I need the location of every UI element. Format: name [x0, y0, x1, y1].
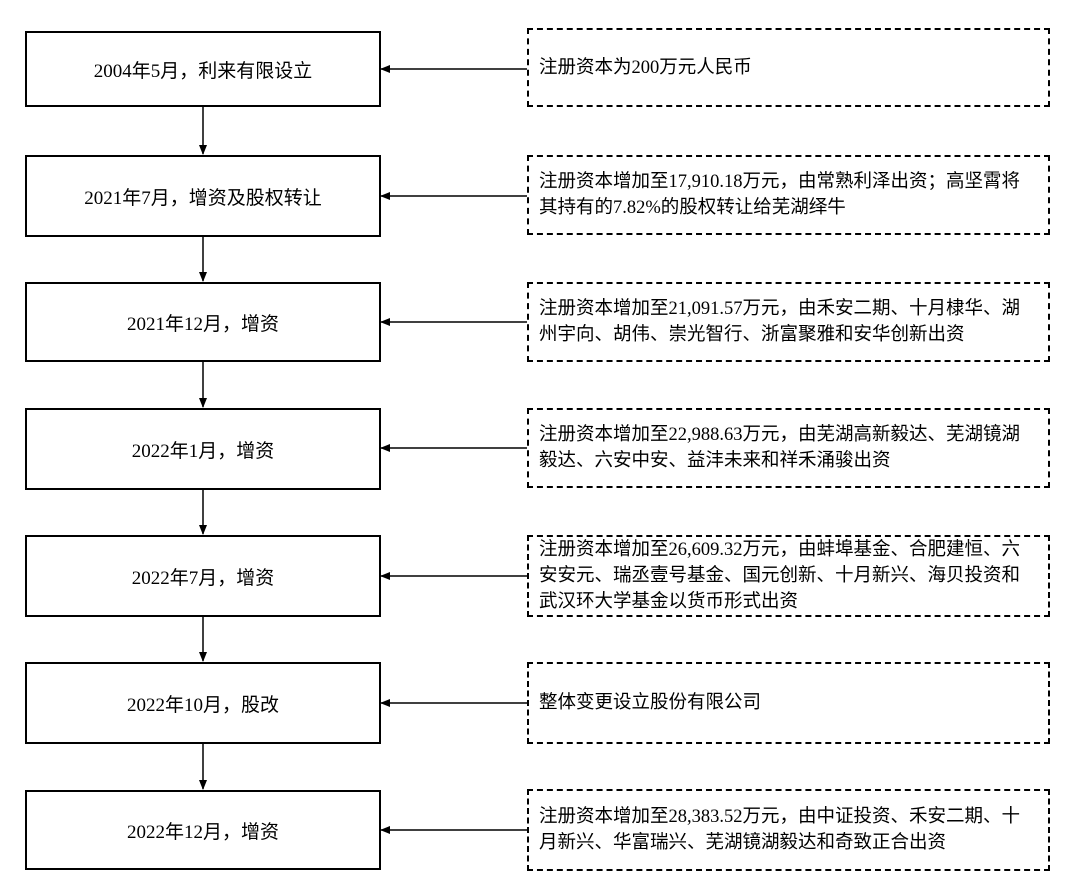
- stage-box: 2022年12月，增资: [25, 790, 381, 870]
- note-box: 注册资本增加至26,609.32万元，由蚌埠基金、合肥建恒、六安安元、瑞丞壹号基…: [527, 535, 1050, 617]
- stage-box: 2022年10月，股改: [25, 662, 381, 744]
- stage-box: 2004年5月，利来有限设立: [25, 31, 381, 107]
- note-text: 注册资本增加至22,988.63万元，由芜湖高新毅达、芜湖镜湖毅达、六安中安、益…: [539, 425, 1021, 471]
- stage-box: 2022年1月，增资: [25, 408, 381, 490]
- stage-box: 2022年7月，增资: [25, 535, 381, 617]
- stage-label: 2022年10月，股改: [126, 694, 279, 716]
- note-text: 注册资本增加至21,091.57万元，由禾安二期、十月棣华、湖州宇向、胡伟、崇光…: [539, 299, 1021, 345]
- note-text: 整体变更设立股份有限公司: [539, 693, 762, 713]
- note-text: 注册资本增加至17,910.18万元，由常熟利泽出资；高坚霄将其持有的7.82%…: [539, 172, 1021, 218]
- stage-label: 2021年7月，增资及股权转让: [84, 187, 322, 209]
- note-box: 注册资本增加至17,910.18万元，由常熟利泽出资；高坚霄将其持有的7.82%…: [527, 155, 1050, 235]
- stage-label: 2022年1月，增资: [131, 440, 275, 462]
- note-box: 注册资本增加至22,988.63万元，由芜湖高新毅达、芜湖镜湖毅达、六安中安、益…: [527, 408, 1050, 488]
- note-box: 整体变更设立股份有限公司: [527, 662, 1050, 744]
- note-text: 注册资本增加至26,609.32万元，由蚌埠基金、合肥建恒、六安安元、瑞丞壹号基…: [539, 540, 1021, 612]
- note-box: 注册资本为200万元人民币: [527, 28, 1050, 107]
- note-box: 注册资本增加至21,091.57万元，由禾安二期、十月棣华、湖州宇向、胡伟、崇光…: [527, 282, 1050, 362]
- note-text: 注册资本增加至28,383.52万元，由中证投资、禾安二期、十月新兴、华富瑞兴、…: [539, 807, 1021, 853]
- stage-label: 2022年12月，增资: [126, 821, 279, 843]
- stage-label: 2004年5月，利来有限设立: [93, 60, 313, 82]
- stage-label: 2022年7月，增资: [131, 567, 275, 589]
- note-box: 注册资本增加至28,383.52万元，由中证投资、禾安二期、十月新兴、华富瑞兴、…: [527, 789, 1050, 871]
- stage-box: 2021年12月，增资: [25, 282, 381, 362]
- note-text: 注册资本为200万元人民币: [539, 57, 752, 78]
- stage-box: 2021年7月，增资及股权转让: [25, 155, 381, 237]
- stage-label: 2021年12月，增资: [126, 313, 279, 335]
